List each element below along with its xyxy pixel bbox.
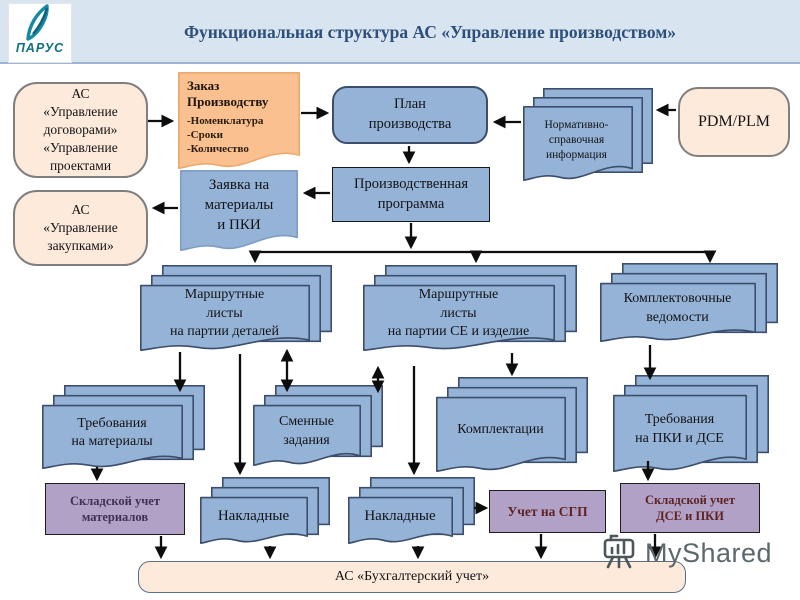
treb-mat-label: Требования на материалы — [71, 415, 153, 449]
node-komplektacii: Комплектации — [436, 377, 588, 473]
nakladnye1-label: Накладные — [217, 507, 290, 524]
node-sklad-uchet-materialov: Складской учет материалов — [45, 483, 185, 535]
node-zakaz-proizvodstvu: Заказ Производству -Номенклатура -Сроки … — [178, 72, 300, 170]
myshared-projector-icon — [603, 534, 635, 569]
smennye-label: Сменные задания — [278, 414, 334, 448]
node-plan-proizvodstva: План производства — [332, 86, 488, 144]
kompl-ved-label: Комплектовочные ведомости — [623, 291, 732, 325]
node-nakladnye-1: Накладные — [200, 477, 330, 545]
node-sklad-uchet-dse: Складской учет ДСЕ и ПКИ — [620, 483, 760, 533]
node-komplektovochnye-vedomosti: Комплектовочные ведомости — [600, 263, 778, 343]
node-marshrutnye-detali: Маршрутные листы на партии деталей — [140, 265, 332, 352]
zakaz-items: -Номенклатура -Сроки -Количество — [187, 114, 264, 156]
node-pdm-plm: PDM/PLM — [678, 87, 790, 157]
node-as-dogovory: АС «Управление договорами» «Управление п… — [13, 82, 148, 178]
ml-se-label: Маршрутные листы на партии СЕ и изделие — [387, 287, 530, 340]
nakladnye2-label: Накладные — [364, 507, 436, 524]
parus-sail-icon — [26, 4, 49, 41]
node-smennye-zadaniya: Сменные задания — [253, 385, 383, 467]
node-buh-uchet: АС «Бухгалтерский учет» — [138, 561, 686, 593]
treb-pki-label: Требования на ПКИ и ДСЕ — [635, 412, 724, 446]
slide-header: ПАРУС Функциональная структура АС «Управ… — [0, 0, 800, 64]
node-nakladnye-2: Накладные — [348, 477, 475, 545]
node-proizv-programma: Производственная программа — [332, 167, 490, 222]
node-as-zakupki: АС «Управление закупками» — [13, 190, 148, 266]
node-zayavka-doc: Заявка на материалы и ПКИ — [180, 170, 298, 252]
node-trebovaniya-materialy: Требования на материалы — [42, 385, 205, 470]
page-title: Функциональная структура АС «Управление … — [184, 21, 676, 42]
ml-detali-label: Маршрутные листы на партии деталей — [170, 287, 279, 340]
myshared-text: MyShared — [645, 537, 773, 568]
nsi-label: Нормативно- справочная информация — [544, 118, 609, 162]
zayavka-label: Заявка на материалы и ПКИ — [204, 177, 274, 233]
komplektacii-label: Комплектации — [457, 422, 544, 438]
zakaz-title: Заказ Производству — [187, 78, 269, 110]
node-trebovaniya-pki-dse: Требования на ПКИ и ДСЕ — [613, 375, 769, 473]
parus-logo: ПАРУС — [8, 3, 72, 63]
parus-logo-text: ПАРУС — [15, 41, 65, 55]
node-nsi-docs: Нормативно- справочная информация — [523, 88, 653, 182]
node-marshrutnye-se: Маршрутные листы на партии СЕ и изделие — [363, 265, 577, 352]
node-uchet-sgp: Учет на СГП — [489, 490, 606, 533]
myshared-watermark: MyShared — [601, 534, 772, 572]
